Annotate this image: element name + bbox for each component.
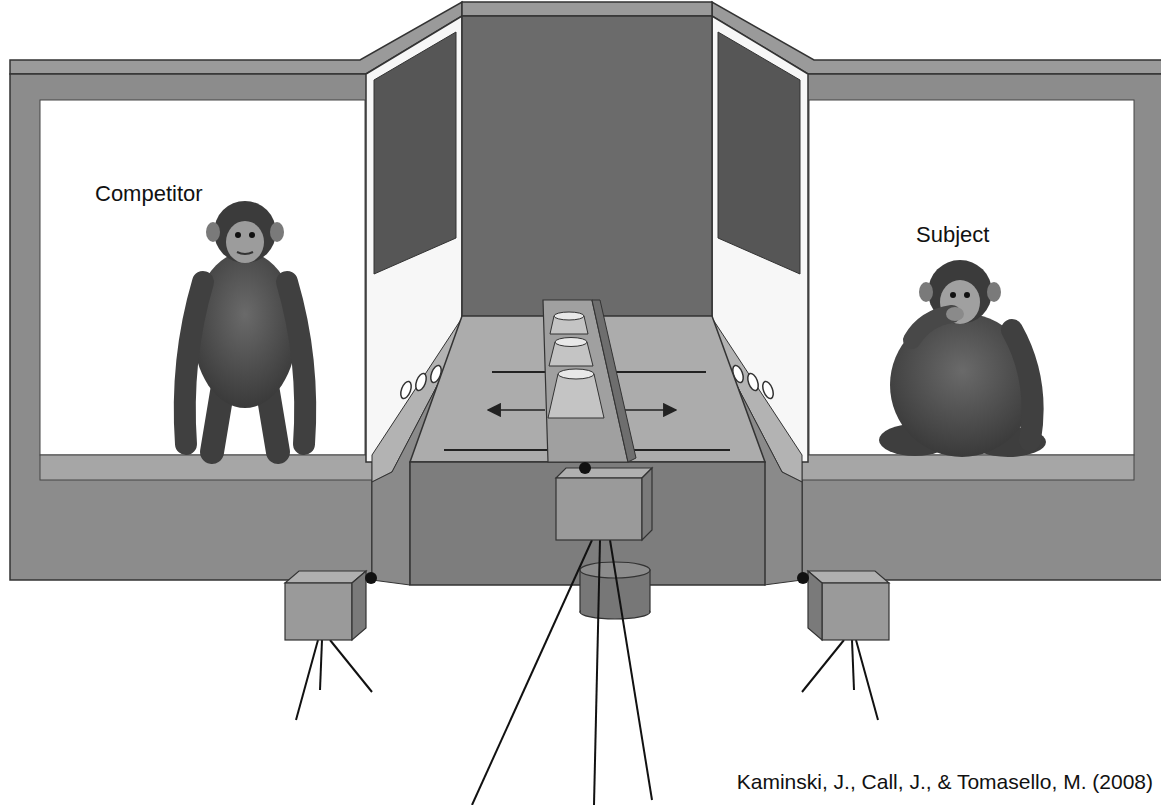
room-label: Subject xyxy=(916,222,989,248)
apparatus-center xyxy=(410,2,765,805)
subject-chimpanzee xyxy=(879,260,1046,457)
apparatus-side xyxy=(10,2,1161,720)
competitor-chimpanzee xyxy=(185,201,305,452)
room-label: Competitor xyxy=(95,181,203,207)
citation: Kaminski, J., Call, J., & Tomasello, M. … xyxy=(735,769,1155,794)
